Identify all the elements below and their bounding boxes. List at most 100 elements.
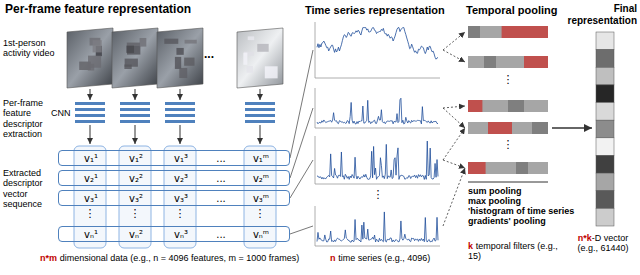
vector-cell: [596, 50, 614, 68]
plot-axes: [315, 88, 440, 128]
time-series-plots: [315, 22, 440, 246]
descriptor-column: [164, 146, 196, 248]
section-title: Final representation: [568, 3, 637, 26]
ellipsis: ⋮: [255, 207, 266, 219]
note: CNN: [51, 108, 71, 118]
dotted-arrow: [443, 106, 465, 108]
vector-element: ...: [216, 192, 226, 205]
variable-symbol: k: [468, 241, 473, 251]
time-series: [317, 28, 438, 60]
dotted-arrow: [443, 160, 465, 168]
vector-cell: [596, 208, 614, 226]
vector-element: v₃ᵐ: [253, 192, 269, 205]
arrow: [260, 89, 261, 100]
pooling-name: max pooling: [468, 196, 521, 206]
filter-segment: [502, 26, 548, 38]
vector-cell: [596, 155, 614, 173]
note: Per-frame feature descriptor extraction: [3, 98, 51, 139]
note: CNN: [51, 108, 71, 118]
pooling-arrows: [443, 32, 465, 226]
leader-line: [290, 226, 313, 234]
arrow: [180, 89, 181, 100]
cnn-layer: [120, 102, 150, 105]
section-title: Temporal pooling: [466, 4, 557, 16]
vector-element: vₙ³: [174, 228, 188, 241]
pooling-name: 'histogram of time series gradients' poo…: [468, 206, 578, 227]
plot-axes: [315, 136, 440, 184]
note: time series (e.g., 4096): [338, 253, 430, 263]
arrow: [135, 89, 136, 100]
filter-segment: [516, 162, 528, 174]
filter-bar: [468, 162, 548, 174]
ellipsis: ⋮: [175, 207, 186, 219]
vector-cell: [596, 191, 614, 209]
ellipsis: ⋮: [503, 138, 514, 150]
cnn-layer: [165, 102, 195, 105]
frame-texture: [175, 57, 181, 69]
note: n*k-D vector (e.g., 61440): [568, 233, 638, 254]
video-frame: [237, 28, 283, 88]
pooling-name: max pooling: [468, 196, 521, 206]
frame-texture: [184, 58, 194, 66]
section-title: Per-frame feature representation: [5, 3, 191, 17]
ellipsis: ⋮: [503, 138, 514, 151]
cnn-layer: [165, 120, 195, 123]
pooling-name: sum pooling: [468, 186, 522, 196]
pooling-name: sum pooling: [468, 186, 522, 196]
ellipsis: ...: [204, 48, 214, 62]
filter-segment: [524, 56, 548, 68]
frame-texture: [265, 66, 278, 78]
vector-cell: [596, 67, 614, 85]
note: dimensional data (e.g., n = 4096 feature…: [60, 253, 300, 263]
section-title: Final representation: [555, 3, 637, 26]
cnn-layer: [75, 114, 105, 117]
video-frame: [157, 28, 203, 88]
vector-element: vₙ¹: [84, 228, 98, 241]
vector-element: vₙ²: [129, 228, 143, 241]
frame-texture: [88, 56, 101, 68]
video-frame: [112, 28, 158, 88]
ellipsis: ⋮: [175, 207, 186, 220]
ellipsis: ⋮: [130, 207, 141, 219]
arrow: [135, 125, 136, 144]
vector-element: ...: [216, 152, 226, 165]
video-frame: [67, 28, 113, 88]
ellipsis: ...: [204, 47, 214, 61]
frame-texture: [126, 46, 134, 53]
cnn-layer: [245, 114, 275, 117]
ellipsis: ⋮: [255, 207, 266, 220]
cnn-stacks: [75, 89, 275, 144]
final-vector: [552, 32, 614, 226]
separator-line: [468, 182, 548, 183]
cnn-layer: [120, 120, 150, 123]
dotted-arrow: [443, 108, 465, 128]
dotted-arrow: [443, 168, 465, 226]
filter-segment: [508, 100, 524, 112]
row-to-series-lines: [290, 50, 313, 234]
temporal-filters: [468, 26, 548, 182]
filter-segment: [484, 56, 496, 68]
note: ktemporal filters (e.g., 15): [468, 241, 563, 262]
filter-segment: [532, 122, 548, 134]
vector-element: v₃²: [129, 192, 143, 205]
frame-texture: [93, 40, 102, 52]
vector-element: v₁¹: [84, 152, 98, 165]
frame-texture: [176, 48, 183, 55]
ellipsis: ⋮: [85, 207, 96, 219]
dotted-arrow: [443, 128, 465, 160]
time-series: [317, 98, 438, 124]
cnn-layer: [120, 108, 150, 111]
cnn-layer: [75, 102, 105, 105]
filter-segment: [468, 100, 482, 112]
ellipsis: ⋮: [373, 188, 384, 200]
section-title: Time series representation: [305, 4, 445, 17]
vector-element: ...: [216, 228, 226, 241]
cnn-layer: [75, 120, 105, 123]
ellipsis: ⋮: [130, 207, 141, 220]
ellipsis: ⋮: [503, 73, 514, 85]
cnn-layer: [245, 120, 275, 123]
cnn-layer: [245, 102, 275, 105]
vector-element: v₁³: [174, 152, 188, 165]
descriptor-column: [119, 146, 151, 248]
